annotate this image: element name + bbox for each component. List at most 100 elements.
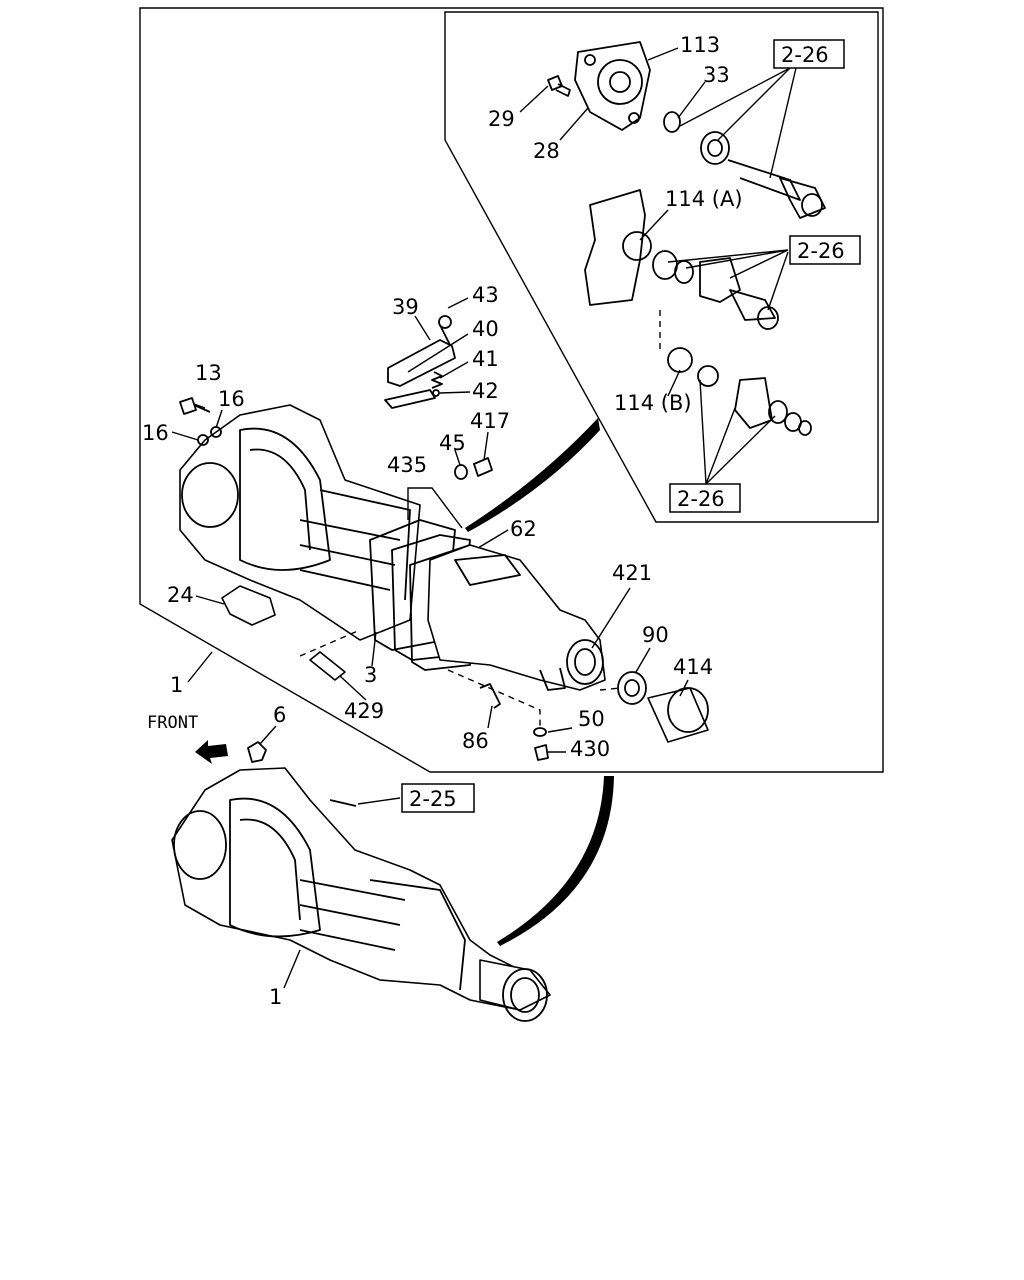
counter-gear-plate-part [584, 189, 779, 330]
leader-225 [357, 797, 401, 805]
label-33: 33 [703, 63, 730, 87]
label-3: 3 [364, 663, 377, 687]
nut-6-part [247, 741, 267, 763]
leader-226b [667, 249, 789, 311]
leader-33 [677, 81, 706, 119]
label-414: 414 [673, 655, 713, 679]
ref-box-226c [669, 483, 741, 513]
leader-41 [439, 361, 469, 379]
leader-29 [519, 85, 549, 113]
front-arrow-icon [195, 740, 228, 764]
ref-box-226b [789, 235, 861, 265]
label-6: 6 [273, 703, 286, 727]
label-40: 40 [472, 317, 499, 341]
label-50: 50 [578, 707, 605, 731]
leader-113 [647, 47, 679, 61]
spring-41-part [431, 371, 443, 389]
label-429: 429 [344, 699, 384, 723]
label-421: 421 [612, 561, 652, 585]
ref-226b: 2-26 [797, 239, 845, 263]
transmission-case-part [179, 404, 421, 641]
leader-226c [699, 379, 776, 485]
label-114b: 114 (B) [614, 391, 692, 415]
label-1a: 1 [170, 673, 183, 697]
leader-417 [483, 431, 489, 461]
leader-90 [635, 647, 651, 673]
leader-421 [591, 587, 631, 649]
leader-6 [259, 725, 277, 745]
assembled-transmission-part [171, 767, 551, 1022]
bolt-29-part [547, 75, 571, 97]
connector-arc-lower [497, 776, 614, 946]
label-86: 86 [462, 729, 489, 753]
label-24: 24 [167, 583, 194, 607]
label-435: 435 [387, 453, 427, 477]
leader-16b [171, 431, 199, 441]
washer-50-part [533, 727, 547, 737]
leader-42 [439, 391, 471, 394]
leader-40 [407, 333, 469, 373]
output-shaft-part [663, 111, 826, 219]
ball-42-part [432, 389, 440, 397]
connector-arc-upper [465, 418, 600, 532]
leader-1b [283, 949, 301, 989]
ref-226a: 2-26 [781, 43, 829, 67]
label-41: 41 [472, 347, 499, 371]
label-43: 43 [472, 283, 499, 307]
leader-28 [559, 107, 589, 141]
shift-lever-part [384, 315, 456, 409]
leader-86 [487, 705, 493, 729]
leader-114a [639, 209, 669, 241]
dash-line-main-2 [447, 669, 541, 728]
label-1b: 1 [269, 985, 282, 1009]
plug-parts [454, 457, 493, 480]
label-16a: 16 [218, 387, 245, 411]
label-113: 113 [680, 33, 720, 57]
leader-50 [547, 727, 573, 733]
bracket-24-part [221, 585, 276, 626]
leader-1a [187, 651, 213, 683]
label-16b: 16 [142, 421, 169, 445]
leader-39 [414, 315, 431, 341]
extension-housing-part [427, 544, 606, 691]
label-39: 39 [392, 295, 419, 319]
dash-line-main-3 [599, 687, 621, 691]
leader-13 [193, 403, 206, 409]
label-417: 417 [470, 409, 510, 433]
label-62: 62 [510, 517, 537, 541]
leader-24 [195, 595, 225, 605]
leader-16a [215, 409, 223, 429]
label-42: 42 [472, 379, 499, 403]
main-frame [139, 7, 884, 773]
leader-45 [454, 449, 461, 466]
sleeve-414-part [647, 687, 709, 743]
dowel-429-part [309, 651, 346, 681]
label-28: 28 [533, 139, 560, 163]
label-13: 13 [195, 361, 222, 385]
bolt-86-part [479, 683, 501, 709]
label-114a: 114 (A) [665, 187, 743, 211]
leader-414 [679, 679, 689, 697]
label-45: 45 [439, 431, 466, 455]
leader-429 [339, 675, 367, 701]
label-430: 430 [570, 737, 610, 761]
leader-3 [371, 631, 377, 667]
label-front: FRONT [147, 713, 198, 733]
reverse-gear-part [667, 347, 812, 436]
label-90: 90 [642, 623, 669, 647]
label-29: 29 [488, 107, 515, 131]
dash-line-main-1 [299, 629, 361, 657]
extension-cover-part [574, 41, 651, 131]
plug-430-part [534, 744, 549, 761]
oil-seal-90-part [617, 671, 647, 705]
leader-226a [679, 67, 797, 179]
ref-box-225 [401, 783, 475, 813]
ref-226c: 2-26 [677, 487, 725, 511]
inset-frame [444, 11, 879, 523]
leader-43 [447, 297, 469, 309]
ref-225: 2-25 [409, 787, 457, 811]
leader-62 [477, 529, 509, 549]
ref-box-226a [773, 39, 845, 69]
leader-435 [407, 487, 463, 529]
